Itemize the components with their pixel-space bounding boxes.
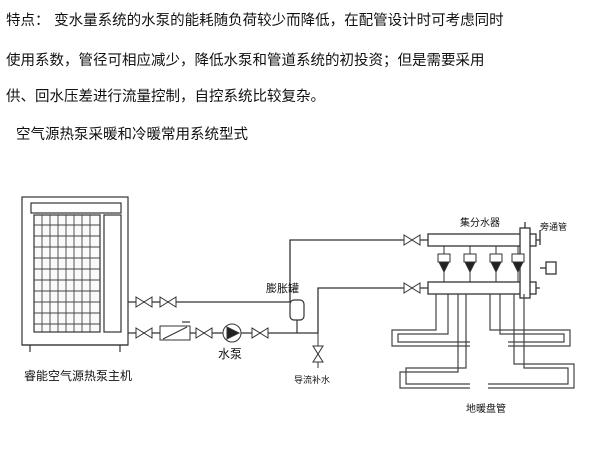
supply-valves [135,296,177,308]
heat-pump-unit [21,196,129,352]
expansion-tank-label: 膨胀罐 [266,281,299,295]
manifold [427,222,557,299]
return-components [135,321,269,343]
valve-icon [143,296,153,308]
valve-icon [167,296,177,308]
valve-icon [135,296,145,308]
vent-valve [545,261,557,275]
expansion-tank [289,299,305,333]
floor-heating-coils [391,294,575,389]
unit-top-rail [30,202,122,214]
manifold-valves [403,234,421,294]
valve-icon [203,327,213,339]
valve-icon [259,327,269,339]
manifold-label: 集分水器 [460,216,500,229]
drain-label: 导流补水 [294,374,330,386]
valve-icon [135,327,145,339]
floor-coil-label: 地暖盘管 [466,402,506,415]
supply-header [427,233,537,247]
feature-paragraph-line-2: 使用系数，管径可相应减少，降低水泵和管道系统的初投资；但是需要采用 [6,53,485,69]
pump-label: 水泵 [218,347,242,361]
drain-branch [312,333,324,368]
loop-actuators [437,246,525,282]
valve-icon [143,327,153,339]
valve-icon [251,327,261,339]
unit-side-panel [103,214,122,333]
feature-paragraph-line-3: 供、回水压差进行流量控制，自控系统比较复杂。 [6,89,325,105]
bypass-label: 旁通管 [540,221,567,233]
valve-icon [195,327,205,339]
return-header [427,281,537,295]
unit-fan-grille [33,214,101,333]
system-type-heading: 空气源热泵采暖和冷暖常用系统型式 [16,127,248,143]
valve-icon [159,296,169,308]
heat-pump-unit-label: 睿能空气源热泵主机 [24,368,132,383]
feature-paragraph-line-1: 特点： 变水量系统的水泵的能耗随负荷较少而降低，在配管设计时可考虑同时 [6,13,504,29]
